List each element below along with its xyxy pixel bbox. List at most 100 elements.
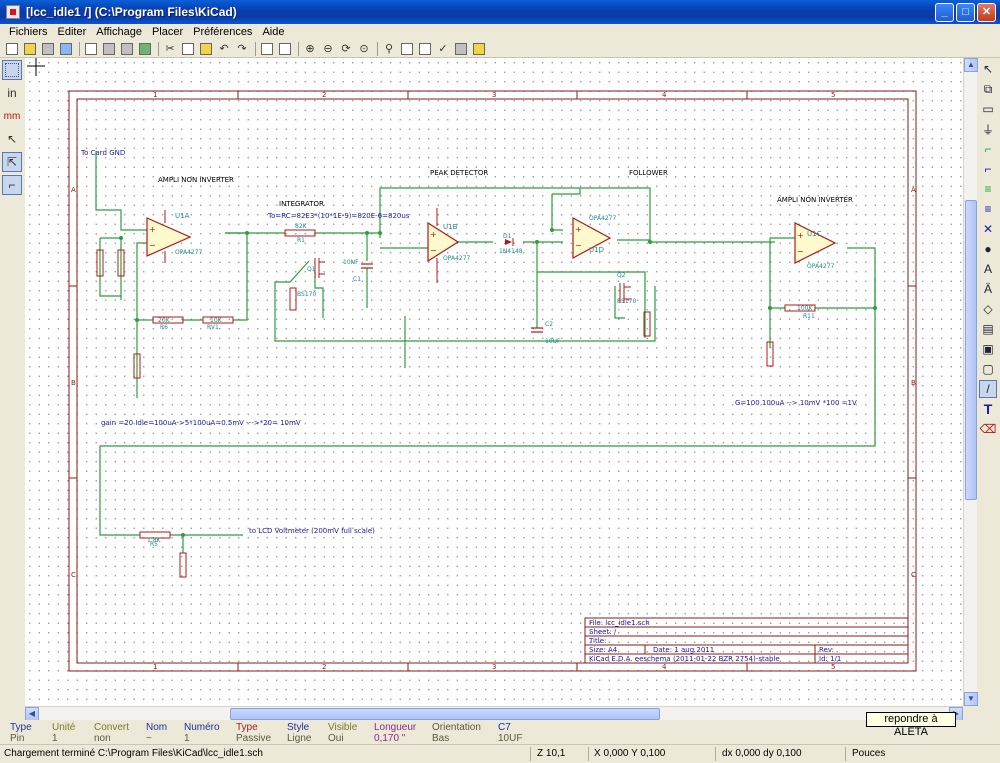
svg-text:+: + <box>149 225 156 234</box>
new-schematic-icon[interactable] <box>4 41 20 57</box>
import-sheet-pin-icon[interactable]: ▣ <box>982 342 994 356</box>
hidden-pins-icon[interactable]: ⇱ <box>2 152 22 172</box>
maximize-button[interactable]: □ <box>956 2 975 22</box>
bom-icon[interactable] <box>471 41 487 57</box>
add-graphic-line-icon[interactable]: / <box>979 380 997 398</box>
zoom-in-icon[interactable]: ⊕ <box>305 43 315 55</box>
horizontal-scrollbar[interactable]: ◀ ▶ <box>25 706 963 721</box>
library-icon[interactable] <box>40 41 56 57</box>
label-to-card-gnd: To Card GND <box>80 149 125 157</box>
scroll-up-icon[interactable]: ▲ <box>964 58 978 72</box>
info-style-header: Style <box>287 722 310 733</box>
svg-text:U1B: U1B <box>443 223 458 231</box>
zoom-fit-icon[interactable]: ⊙ <box>359 43 369 55</box>
info-unite-value: 1 <box>52 733 58 744</box>
menu-editer[interactable]: Editer <box>57 26 87 38</box>
open-file-icon[interactable] <box>22 41 38 57</box>
svg-text:Date: 1 aug 2011: Date: 1 aug 2011 <box>653 646 714 654</box>
opamp-u1a[interactable]: + − U1A OPA4277 <box>146 210 203 263</box>
cut-icon[interactable]: ✂ <box>165 43 175 55</box>
q1-ref: Q1 <box>307 266 316 273</box>
border-col-2: 2 <box>322 91 326 99</box>
svg-text:+: + <box>797 231 804 240</box>
title-block <box>584 617 909 664</box>
add-sheet-pin-icon[interactable]: ▢ <box>982 362 994 376</box>
c2-ref: C2 <box>545 321 553 328</box>
svg-text:Size: A4: Size: A4 <box>589 646 618 654</box>
wire-to-bus-icon[interactable]: ≡ <box>984 182 992 196</box>
schematic-canvas[interactable]: 1 2 3 4 5 1 2 3 4 5 A B C A B C <box>25 58 963 706</box>
add-component-icon[interactable]: ▭ <box>982 102 994 116</box>
add-sheet-icon[interactable]: ▤ <box>982 322 994 336</box>
menu-aide[interactable]: Aide <box>262 26 285 38</box>
svg-text:−: − <box>430 246 437 255</box>
print-icon[interactable] <box>259 41 275 57</box>
opamp-u1b[interactable]: + − U1B OPA4277 <box>427 208 471 283</box>
left-options-toolbar: in mm ↖ ⇱ ⌐ <box>0 58 24 718</box>
add-junction-icon[interactable]: ● <box>984 242 992 256</box>
status-cursor-xy: X 0,000 Y 0,100 <box>594 748 666 759</box>
annotate-icon[interactable] <box>417 41 433 57</box>
menu-affichage[interactable]: Affichage <box>96 26 142 38</box>
zoom-redraw-icon[interactable]: ⟳ <box>341 43 351 55</box>
info-nom-value: ~ <box>146 733 152 744</box>
border-row-a-right: A <box>911 186 916 194</box>
add-bus-icon[interactable]: ⌐ <box>984 162 992 176</box>
minimize-button[interactable]: _ <box>935 2 954 22</box>
hierarchy-icon[interactable] <box>137 41 153 57</box>
plot-icon[interactable] <box>277 41 293 57</box>
mm-units-icon[interactable]: mm <box>3 110 21 122</box>
add-text-icon[interactable]: T <box>983 401 993 417</box>
save-icon[interactable] <box>58 41 74 57</box>
add-global-label-icon[interactable]: Ä <box>983 282 992 296</box>
wire-angle-icon[interactable]: ⌐ <box>2 175 22 195</box>
redo-icon[interactable]: ↷ <box>237 43 247 55</box>
library-editor-icon[interactable] <box>101 41 117 57</box>
add-wire-icon[interactable]: ⌐ <box>984 142 992 156</box>
status-bar: Chargement terminé C:\Program Files\KiCa… <box>0 744 1000 763</box>
cvpcb-icon[interactable] <box>453 41 469 57</box>
undo-icon[interactable]: ↶ <box>219 43 229 55</box>
page-settings-icon[interactable] <box>83 41 99 57</box>
scroll-left-icon[interactable]: ◀ <box>25 707 39 721</box>
menu-fichiers[interactable]: Fichiers <box>9 26 48 38</box>
erc-icon[interactable]: ✓ <box>438 43 448 55</box>
bus-to-bus-icon[interactable]: ≡ <box>984 202 992 216</box>
add-label-icon[interactable]: A <box>983 262 992 276</box>
vertical-scroll-thumb[interactable] <box>965 200 977 500</box>
library-browser-icon[interactable] <box>119 41 135 57</box>
junction-dots <box>119 228 877 537</box>
add-hier-label-icon[interactable]: ◇ <box>983 302 993 316</box>
add-power-icon[interactable]: ⏚ <box>981 122 994 137</box>
hierarchy-nav-icon[interactable]: ⧉ <box>983 81 993 96</box>
border-row-c: C <box>71 571 76 579</box>
opamp-u1d[interactable]: + − OPA4277 U1D <box>572 215 617 260</box>
close-button[interactable]: ✕ <box>977 2 996 22</box>
delete-item-icon[interactable]: ⌫ <box>979 422 997 436</box>
menu-preferences[interactable]: Préférences <box>193 26 253 38</box>
horizontal-scroll-thumb[interactable] <box>230 708 660 720</box>
find-icon[interactable]: ⚲ <box>384 43 394 55</box>
zoom-out-icon[interactable]: ⊖ <box>323 43 333 55</box>
select-arrow-icon[interactable]: ↖ <box>982 62 994 76</box>
vertical-scrollbar[interactable]: ▲ ▼ <box>963 58 978 706</box>
svg-text:U1C: U1C <box>807 230 822 238</box>
toolbar-separator <box>255 41 256 56</box>
copy-icon[interactable] <box>180 41 196 57</box>
svg-text:Id: 1/1: Id: 1/1 <box>819 655 841 663</box>
opamp-u1c[interactable]: + − U1C OPA4277 <box>794 222 837 270</box>
netlist-icon[interactable] <box>399 41 415 57</box>
window-title: [lcc_idle1 /] (C:\Program Files\KiCad) <box>26 5 237 19</box>
svg-text:U1D: U1D <box>589 246 604 254</box>
schematic-drawing: 1 2 3 4 5 1 2 3 4 5 A B C A B C <box>27 58 917 672</box>
paste-icon[interactable] <box>198 41 214 57</box>
no-connect-icon[interactable]: ✕ <box>982 222 994 236</box>
inches-units-icon[interactable]: in <box>7 86 17 100</box>
cursor-shape-icon[interactable]: ↖ <box>6 132 18 146</box>
menu-placer[interactable]: Placer <box>151 26 184 38</box>
grid-toggle-icon[interactable] <box>2 60 22 80</box>
info-convert-value: non <box>94 733 111 744</box>
q1-part: BS170 <box>297 291 316 298</box>
border-col-5: 5 <box>831 91 835 99</box>
scroll-down-icon[interactable]: ▼ <box>964 692 978 706</box>
